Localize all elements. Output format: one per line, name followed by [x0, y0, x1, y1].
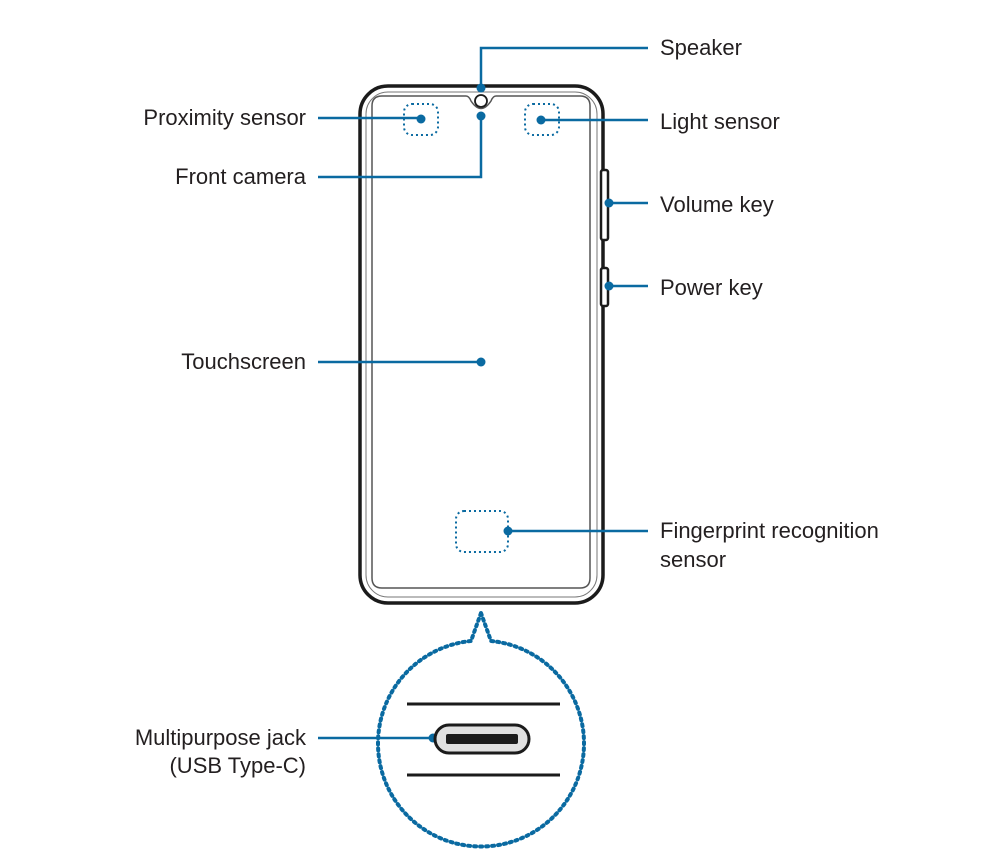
- label-power-key: Power key: [660, 275, 763, 300]
- volume-dot: [604, 198, 614, 208]
- label-front-camera: Front camera: [175, 164, 306, 189]
- proximity-sensor-area: [403, 103, 439, 136]
- label-jack-line1: Multipurpose jack: [134, 725, 306, 750]
- label-fingerprint-line2: sensor: [660, 547, 727, 572]
- label-speaker: Speaker: [660, 35, 742, 60]
- speaker-callout-line: [479, 46, 648, 88]
- front-camera-callout-line: [318, 116, 483, 179]
- zoom-bubble-outline: [376, 607, 586, 849]
- label-volume-key: Volume key: [660, 192, 774, 217]
- label-fingerprint-line1: Fingerprint recognition: [660, 518, 879, 543]
- light-dot: [536, 115, 546, 125]
- proximity-dot: [416, 114, 426, 124]
- label-jack-line2: (USB Type-C): [169, 753, 306, 778]
- usb-c-port-tongue: [446, 734, 518, 744]
- label-light-sensor: Light sensor: [660, 109, 780, 134]
- light-sensor-area: [524, 103, 560, 136]
- fingerprint-dot: [503, 526, 513, 536]
- touchscreen-area: [371, 95, 591, 589]
- touchscreen-dot: [476, 357, 486, 367]
- label-proximity-sensor: Proximity sensor: [143, 105, 306, 130]
- front-camera-dot: [476, 111, 486, 121]
- speaker-dot: [476, 83, 486, 93]
- power-dot: [604, 281, 614, 291]
- label-touchscreen: Touchscreen: [181, 349, 306, 374]
- front-camera-icon: [474, 94, 488, 108]
